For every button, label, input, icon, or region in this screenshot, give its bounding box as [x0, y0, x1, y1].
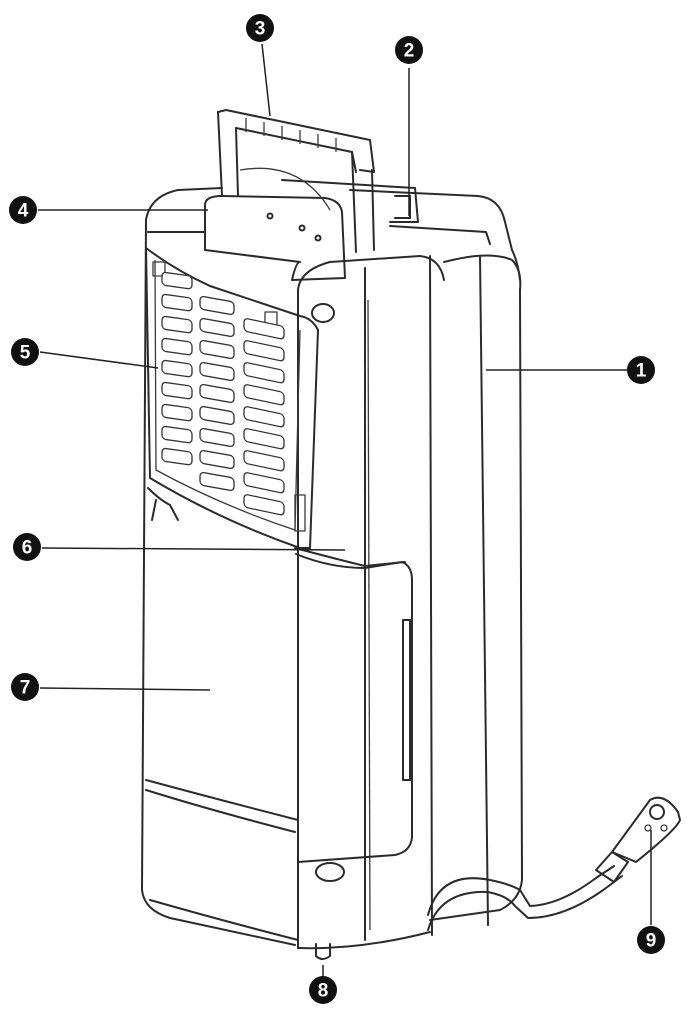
svg-text:5: 5 [20, 343, 31, 364]
svg-text:3: 3 [255, 19, 266, 40]
grille-slot [161, 381, 193, 400]
callout-7: 7 [11, 673, 39, 701]
grille-slot [243, 362, 285, 384]
grille-slot [161, 315, 193, 334]
grille-slot [243, 472, 285, 494]
grille-slot [199, 405, 235, 426]
leader-lines [38, 43, 652, 978]
leader-6 [41, 547, 346, 551]
top-cap [204, 195, 346, 281]
callout-5: 5 [11, 338, 39, 366]
air-filter-grille [145, 247, 319, 549]
grille-slot [243, 494, 285, 516]
appliance-body [141, 187, 523, 950]
grille-slot [243, 384, 285, 406]
grille-slot [199, 317, 235, 338]
grille-slot [199, 295, 235, 316]
grille-slot [161, 271, 193, 290]
leader-7 [39, 687, 211, 691]
grille-slot [243, 340, 285, 362]
grille-slot [199, 427, 235, 448]
grille-slot [199, 339, 235, 360]
leader-5 [39, 351, 159, 369]
callout-9: 9 [637, 926, 665, 954]
foot [315, 943, 331, 960]
svg-text:9: 9 [646, 931, 657, 952]
grille-slot [199, 449, 235, 470]
grille-slot [243, 428, 285, 450]
grille-slot [199, 361, 235, 382]
grille-slot [161, 337, 193, 356]
callout-4: 4 [9, 196, 37, 224]
top-outlet [281, 179, 419, 223]
grille-slot [243, 406, 285, 428]
grille-slot [243, 318, 285, 340]
svg-text:4: 4 [18, 201, 29, 222]
grille-slot [161, 425, 193, 444]
carry-handle [217, 109, 375, 253]
svg-text:1: 1 [636, 361, 647, 382]
water-tank [145, 553, 413, 863]
callout-3: 3 [246, 14, 274, 42]
callout-8: 8 [309, 976, 337, 1004]
grille-slot [161, 447, 193, 466]
leader-3 [261, 43, 271, 117]
callout-badges: 1 2 3 4 5 6 7 8 [9, 14, 665, 1004]
svg-text:8: 8 [318, 981, 329, 1002]
grille-slot [161, 359, 193, 378]
grille-slot [199, 383, 235, 404]
svg-text:6: 6 [22, 538, 33, 559]
callout-1: 1 [627, 356, 655, 384]
callout-6: 6 [13, 533, 41, 561]
grille-slot [161, 403, 193, 422]
callout-2: 2 [395, 36, 423, 64]
svg-text:7: 7 [20, 678, 31, 699]
power-plug [427, 796, 681, 931]
grille-slot [243, 450, 285, 472]
grille-slot [199, 471, 235, 492]
grille-slot [161, 293, 193, 312]
rear-panel [147, 487, 406, 567]
svg-text:2: 2 [404, 41, 415, 62]
